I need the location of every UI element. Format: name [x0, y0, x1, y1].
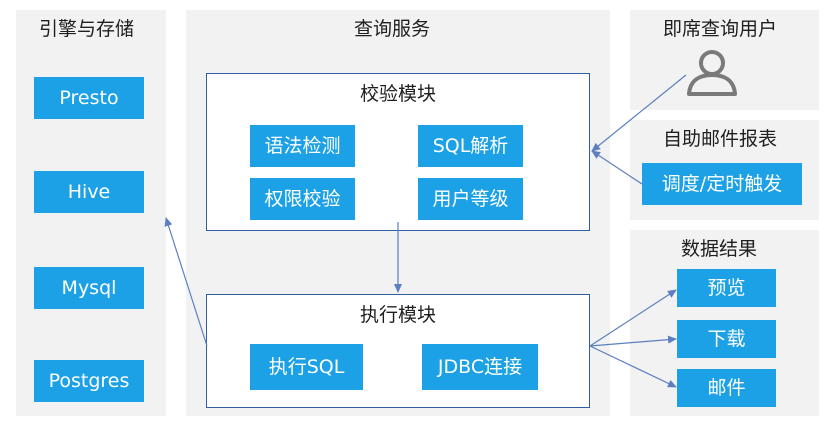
execution-module: 执行模块 执行SQL JDBC连接 — [206, 294, 590, 408]
engine-mysql-box: Mysql — [34, 267, 144, 309]
data-result-panel: 数据结果 预览 下载 邮件 — [630, 230, 819, 416]
schedule-trigger-box: 调度/定时触发 — [642, 163, 802, 205]
data-result-title: 数据结果 — [681, 238, 758, 260]
engine-postgres-box: Postgres — [34, 360, 144, 402]
engine-presto-box: Presto — [34, 77, 144, 119]
engine-storage-panel: 引擎与存储 Presto Hive Mysql Postgres — [16, 10, 166, 416]
syntax-check-box: 语法检测 — [250, 125, 355, 167]
permission-check-box: 权限校验 — [250, 178, 355, 220]
validation-module-title: 校验模块 — [359, 83, 436, 105]
query-service-title: 查询服务 — [354, 18, 431, 40]
engine-hive-box: Hive — [34, 171, 144, 213]
user-level-box: 用户等级 — [418, 178, 523, 220]
email-box: 邮件 — [677, 369, 776, 407]
execution-module-title: 执行模块 — [359, 304, 436, 326]
validation-module: 校验模块 语法检测 SQL解析 权限校验 用户等级 — [206, 73, 590, 231]
download-box: 下载 — [677, 320, 776, 358]
user-icon — [687, 50, 737, 96]
sql-parse-box: SQL解析 — [418, 125, 523, 167]
engine-storage-title: 引擎与存储 — [39, 18, 135, 40]
email-report-title: 自助邮件报表 — [663, 128, 778, 150]
email-report-panel: 自助邮件报表 调度/定时触发 — [630, 120, 819, 220]
adhoc-user-title: 即席查询用户 — [663, 18, 778, 40]
query-service-panel: 查询服务 校验模块 语法检测 SQL解析 权限校验 用户等级 执行模块 执行SQ… — [186, 10, 610, 416]
execute-sql-box: 执行SQL — [250, 344, 363, 390]
jdbc-connect-box: JDBC连接 — [422, 344, 538, 390]
preview-box: 预览 — [677, 269, 776, 307]
